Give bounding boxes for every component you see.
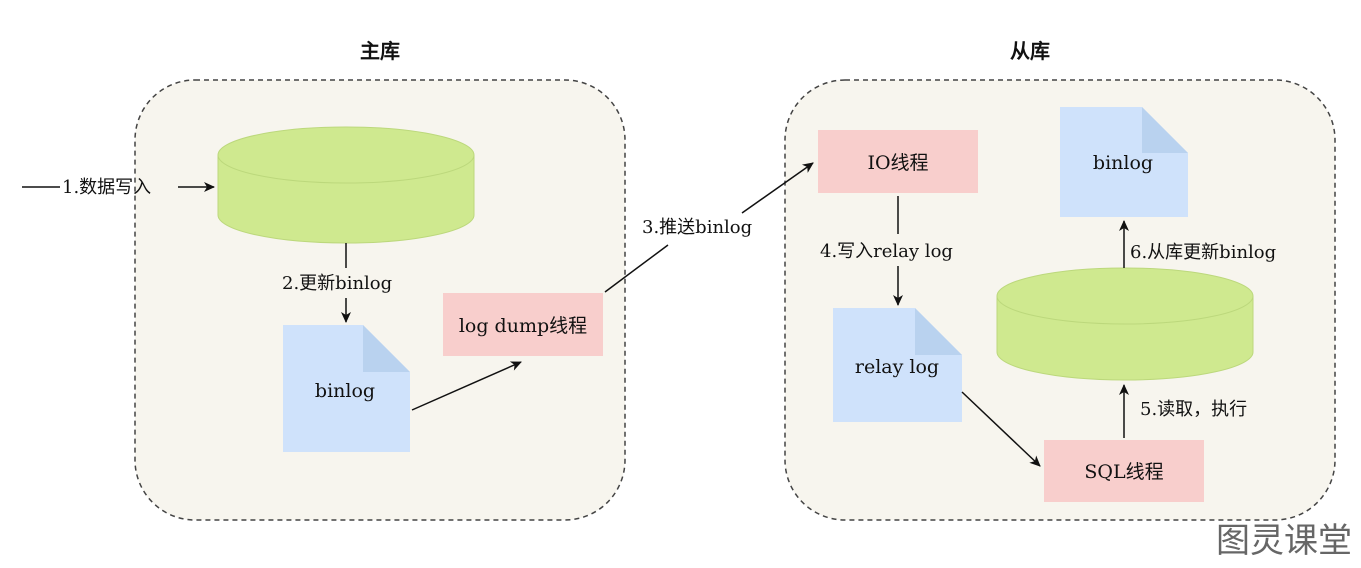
master-binlog-file: [283, 325, 410, 452]
step-4-label: 4.写入relay log: [820, 241, 953, 262]
slave-binlog-file: [1060, 107, 1188, 217]
io-thread-label: IO线程: [867, 152, 928, 174]
slave-database: [996, 267, 1254, 381]
relay-log-file: [833, 308, 962, 422]
step-2-label: 2.更新binlog: [282, 273, 392, 294]
step-6-label: 6.从库更新binlog: [1130, 242, 1276, 263]
master-database: [217, 126, 475, 244]
sql-thread-label: SQL线程: [1084, 461, 1163, 483]
step-1-label: 1.数据写入: [62, 177, 151, 198]
arrow-push-binlog-a: [604, 244, 669, 293]
io-thread: [818, 130, 978, 193]
sql-thread: [1044, 440, 1204, 502]
slave-title: 从库: [1010, 39, 1050, 63]
arrow-relay-to-sql: [961, 391, 1041, 467]
arrow-binlog-to-dump: [411, 361, 522, 411]
watermark: 图灵课堂: [1216, 521, 1352, 561]
master-title: 主库: [360, 39, 400, 63]
step-3-label: 3.推送binlog: [642, 217, 752, 238]
slave-binlog-label: binlog: [1093, 152, 1153, 174]
log-dump-label: log dump线程: [459, 315, 587, 337]
log-dump-thread: [443, 293, 603, 356]
relay-log-label: relay log: [855, 356, 939, 378]
step-5-label: 5.读取，执行: [1140, 399, 1247, 420]
master-binlog-label: binlog: [315, 380, 375, 402]
arrow-push-binlog-b: [741, 162, 814, 214]
